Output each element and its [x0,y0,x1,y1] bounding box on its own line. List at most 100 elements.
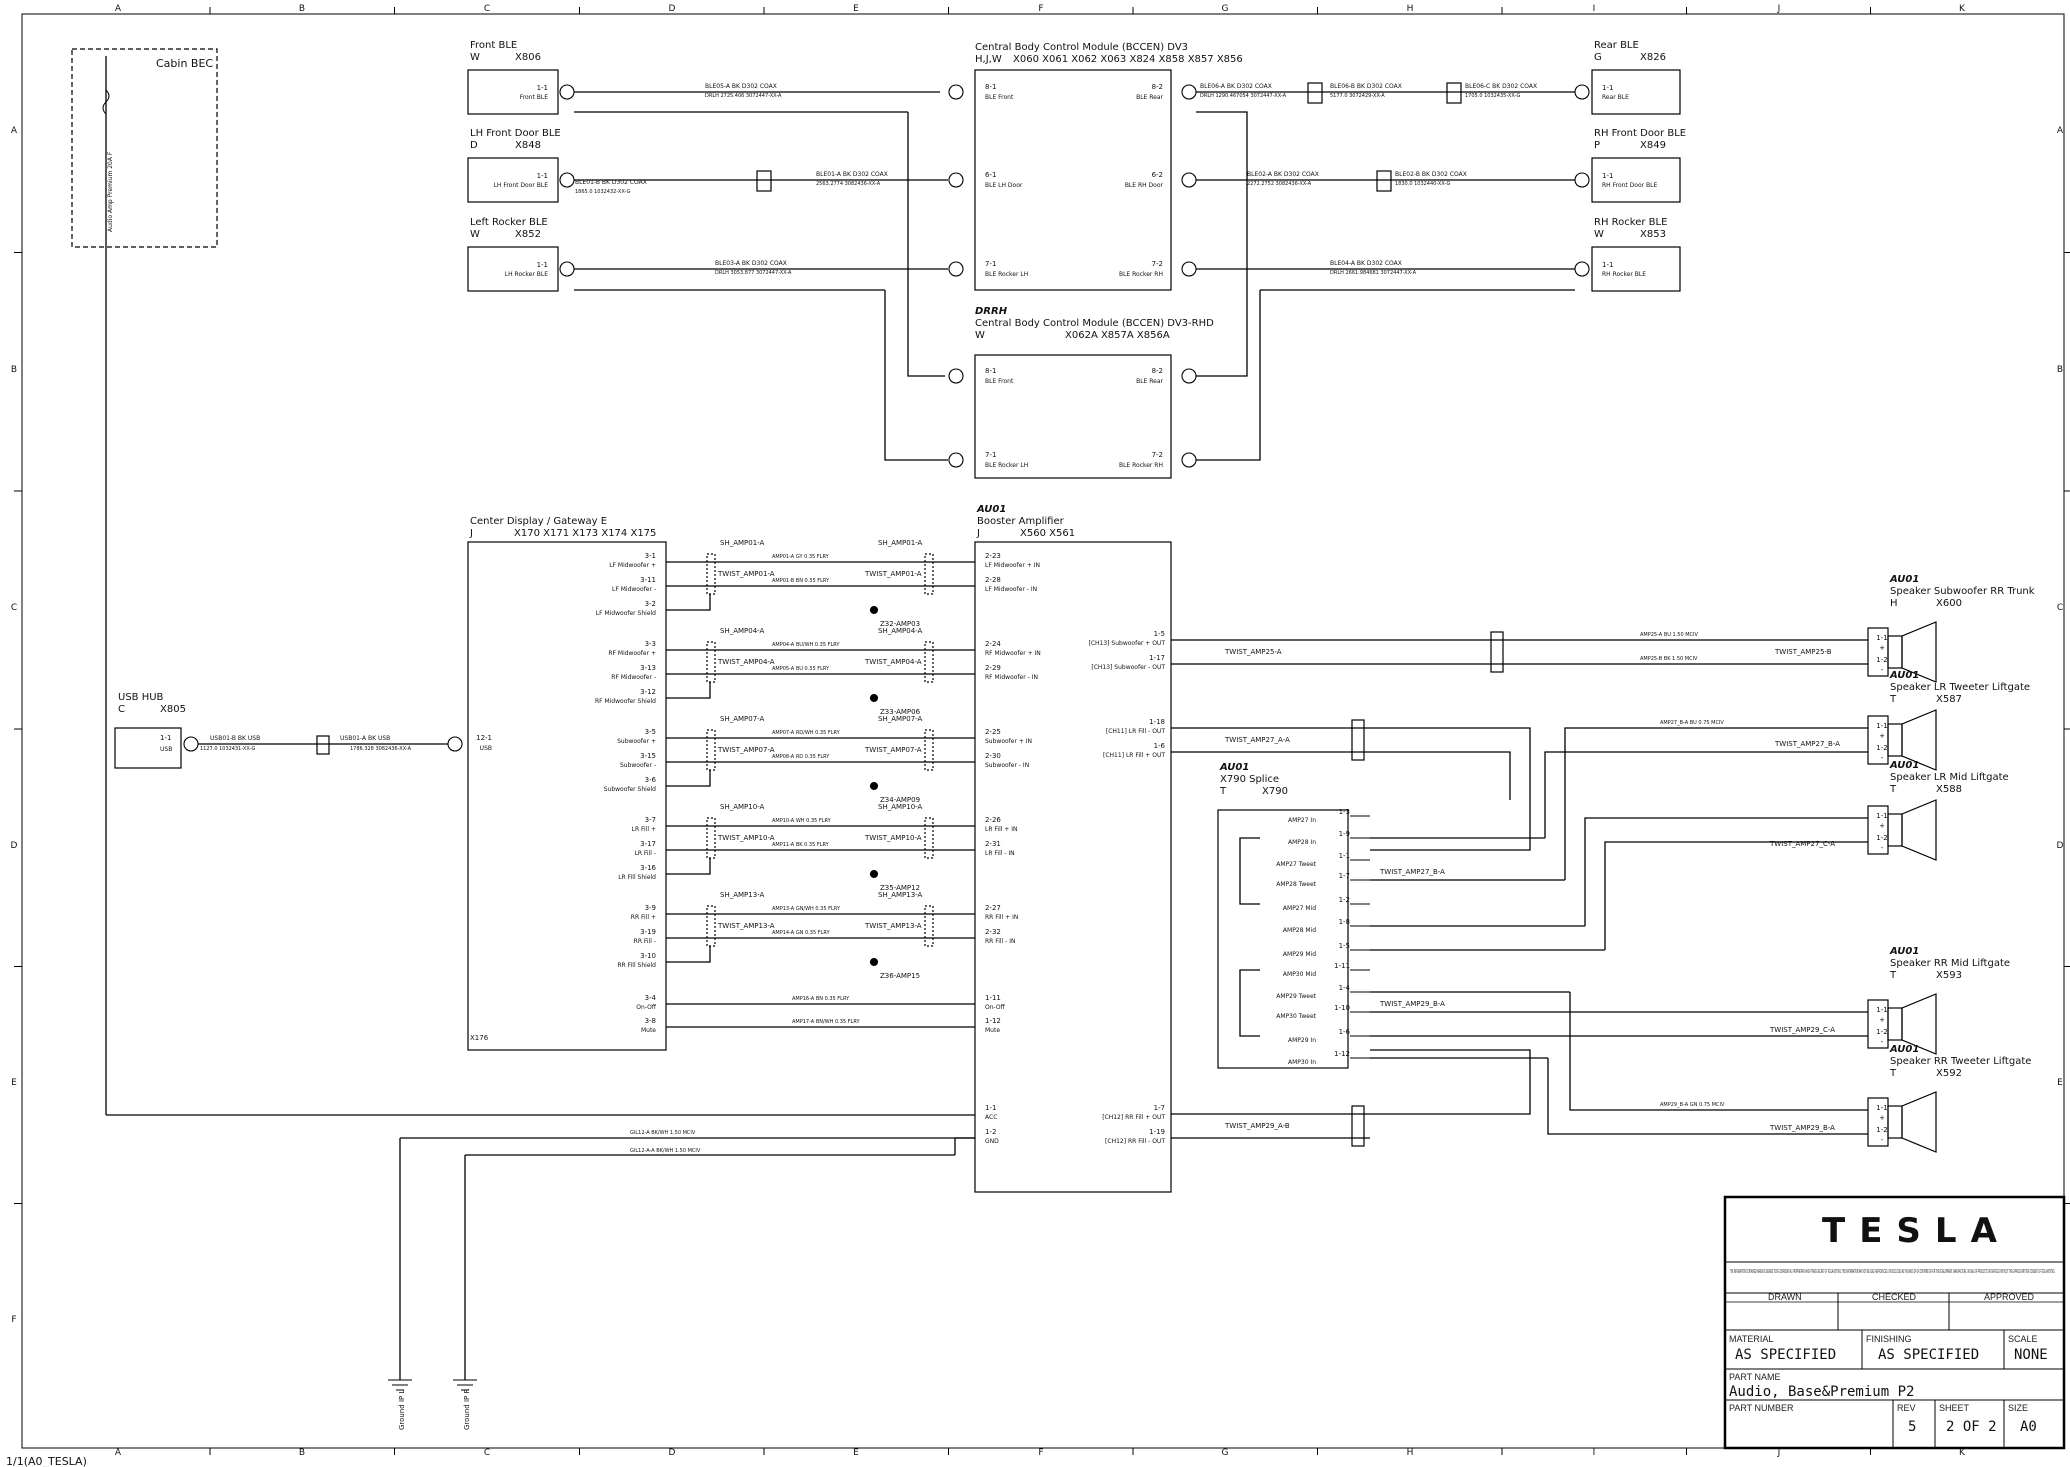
lr_mid-pin2: 1-2 [1876,834,1887,842]
amp-in-pin: 1-12 [985,1017,1001,1025]
ble-wire-spec: DRLH 3053.877 3072447-XX-A [715,270,792,276]
lr-tweet-route-2 [1544,751,1868,838]
display-pin-label: RR Fill - [634,938,656,945]
splice-pin-label: AMP30 Mid [1283,971,1316,978]
grid-col-h: H [1407,1448,1414,1458]
usb-hub-pin-label: USB [160,746,172,753]
amp-in-pin: 2-31 [985,840,1001,848]
twist29b-label: TWIST_AMP29_B-A [1379,1000,1445,1008]
splice-pin-label: AMP28 Mid [1283,927,1316,934]
center-display-conns: X170 X171 X173 X174 X175 [514,528,656,539]
rr-tweet-down [1569,992,1868,1111]
grid-col-e: E [853,1448,859,1458]
bcm-right-connector [1181,84,1197,100]
rr-fill-route [1370,1049,1531,1115]
twist-wire-label-minus: AMP14-A GN 0.35 FLRY [772,930,831,936]
center-display-loc: J [469,528,473,539]
bcm-rhd-right-label: BLE Rear [1136,378,1163,385]
splice-pin: 1-8 [1339,918,1350,926]
amp-in-pin: 1-11 [985,994,1001,1002]
shield-label-right: SH_AMP01-A [878,539,923,547]
display-usb-pin: 12-1 [476,734,492,742]
display-pin-label: RR Fill Shield [617,962,656,969]
rh_front_door_ble-title: RH Front Door BLE [1594,128,1686,139]
rr_mid-title: Speaker RR Mid Liftgate [1890,958,2010,969]
shield-label-left: SH_AMP13-A [720,891,765,899]
ble02-inline-connector [1376,170,1392,192]
display-pin: 3-16 [640,864,656,872]
rr_mid-tag: AU01 [1889,946,1919,957]
ble-wire-spec: 1705.0 1032435-XX-G [1465,93,1520,99]
rr_mid-pin2: 1-2 [1876,1028,1887,1036]
ground_r-label: Ground IP R [463,1389,471,1430]
lh_front_door_ble-pin-label: LH Front Door BLE [494,182,549,189]
bcm-rhd-left-label: BLE Rocker LH [985,462,1028,469]
ble-wire-spec: DRLH 2725.406 3072447-XX-A [705,93,782,99]
display-pin-label: Subwoofer - [620,762,656,769]
grid-col-f: F [1038,4,1043,14]
bcm-rhd-left-connector [948,368,964,384]
display-pin-label: LF Midwoofer - [612,586,656,593]
part-number-label: PART NUMBER [1729,1403,1794,1413]
bccen-rhd-loc: W [975,330,985,341]
rr_tweeter-cone [1901,1091,1937,1153]
rr_tweeter-pin2: 1-2 [1876,1126,1887,1134]
rear_ble-box [1591,69,1681,115]
lr_tweeter-title: Speaker LR Tweeter Liftgate [1890,682,2030,693]
sub-inline-connector [1490,631,1504,673]
splice-pin: 1-7 [1339,872,1350,880]
usb-hub-pin: 1-1 [160,734,171,742]
x790-tag: AU01 [1219,762,1249,773]
lr_mid-cone [1901,799,1937,861]
amp-in-pin: 1-2 [985,1128,996,1136]
bccen-rhd-conns: X062A X857A X856A [1065,330,1170,341]
twist-label-right: TWIST_AMP04-A [864,658,922,666]
usb-hub-connector [183,736,199,752]
twist-label-right: TWIST_AMP01-A [864,570,922,578]
usb01-b-length: 1127.0 1032431-XX-G [200,746,255,752]
sub_trunk-tag: AU01 [1889,574,1919,585]
amp-in-label: RR Fill + IN [985,914,1018,921]
bcm-rhd-left-pin: 8-1 [985,367,996,375]
twist-wire-label-minus: AMP01-B BN 0.35 FLRY [772,578,830,584]
display-pin: 3-13 [640,664,656,672]
splice-pin: 1-2 [1339,896,1350,904]
bcm-right-label: BLE Rocker RH [1119,271,1163,278]
bcm-right-connector [1181,172,1197,188]
shield-drain [666,682,711,699]
display-pin-label: LR Fill Shield [618,874,656,881]
grid-col-d: D [669,4,676,14]
display-pin: 3-15 [640,752,656,760]
grid-col-e: E [853,4,859,14]
lr-inline-connector [1351,719,1365,761]
bcm-rhd-left-label: BLE Front [985,378,1014,385]
splice-pin-label: AMP27 Tweet [1276,861,1316,868]
bcm-rhd-right-connector [1181,368,1197,384]
ble03-rhd-route [884,290,948,461]
ble-wire-label: BLE01-B BK D302 COAX [575,179,647,186]
bcm-left-pin: 8-1 [985,83,996,91]
ble-wire-spec: 5177.0 3072429-XX-A [1330,93,1385,99]
front_ble-box [467,69,559,115]
amp-in-pin: 2-27 [985,904,1001,912]
twist27a-label: TWIST_AMP27_A-A [1224,736,1290,744]
cabin-bec-box [71,48,218,248]
display-pin-label: LR Fill - [634,850,656,857]
rr_tweeter-loc: T [1889,1068,1897,1079]
lr_mid-tag: AU01 [1889,760,1919,771]
tesla-logo: TESLA [1822,1211,2011,1251]
drawing-frame [21,13,2065,1449]
twist-label-left: TWIST_AMP10-A [717,834,775,842]
twist-wire-label-plus: AMP04-A BU/WH 0.35 FLRY [772,642,840,648]
shield-label-left: SH_AMP01-A [720,539,765,547]
twist-shield-right [924,641,934,683]
amp17-label: AMP17-A BN/WH 0.35 FLRY [792,1019,861,1025]
rev-label: REV [1897,1403,1916,1413]
bcm-left-connector [948,261,964,277]
front_ble-connector [559,84,575,100]
checked-label: CHECKED [1872,1292,1917,1302]
bccen-rhd-sub: DRRH [975,306,1008,317]
bcm-rhd-left-connector [948,452,964,468]
lr_tweeter-cone [1901,709,1937,771]
front_ble-loc: W [470,52,480,63]
